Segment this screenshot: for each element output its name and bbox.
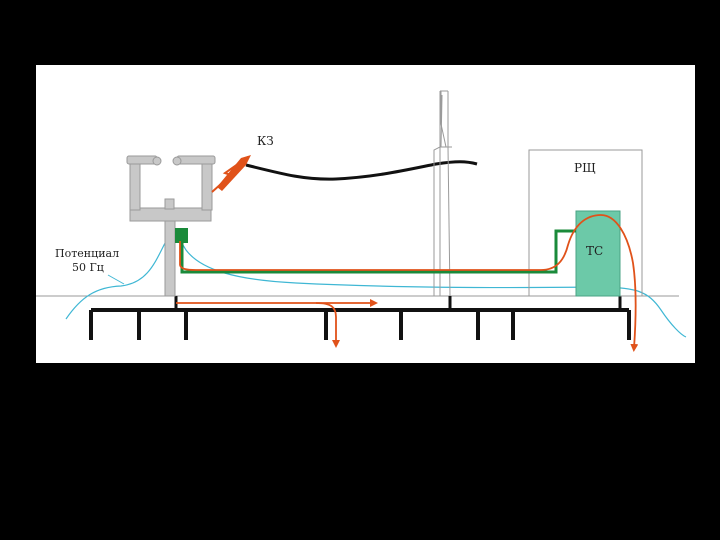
distribution-board-label: РЩ <box>574 161 596 175</box>
equipment-label: ТС <box>586 244 603 258</box>
ground-bus <box>89 308 631 340</box>
short-circuit-arc <box>217 155 251 191</box>
support-structure <box>126 155 216 297</box>
diagram-panel: КЗ РЩ ТС Потенциал 50 Гц <box>36 65 695 363</box>
equipment-cabinet <box>575 210 621 297</box>
grounding-diagram: КЗ РЩ ТС Потенциал 50 Гц <box>36 90 687 352</box>
potential-leader-line <box>107 274 125 285</box>
potential-curve <box>65 234 687 338</box>
potential-label-line1: Потенциал <box>55 247 119 260</box>
potential-label-line2: 50 Гц <box>72 261 104 274</box>
short-circuit-arc-line <box>211 156 249 193</box>
fault-current-path <box>179 214 639 352</box>
protective-conductor <box>180 229 576 274</box>
short-circuit-label: КЗ <box>257 134 274 148</box>
overhead-wire <box>245 160 478 181</box>
transmission-tower <box>433 90 452 297</box>
ground-current-branch-arrow <box>315 302 340 348</box>
